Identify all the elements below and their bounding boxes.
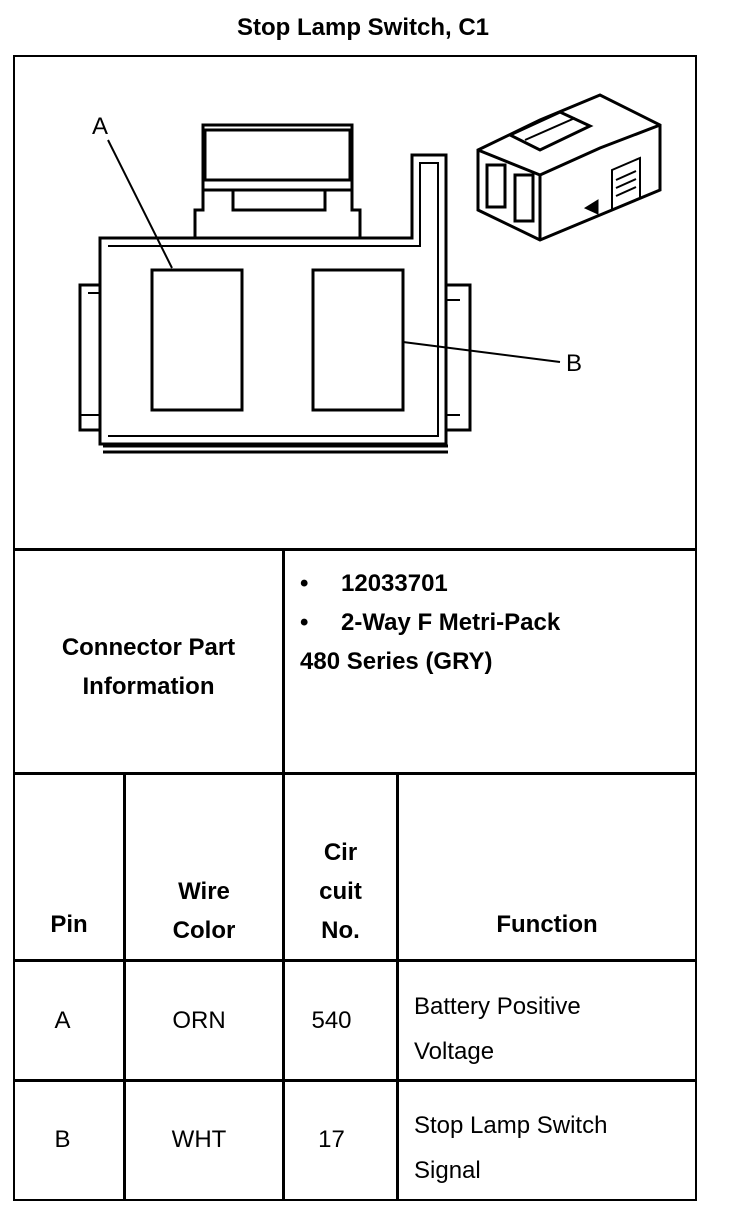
row-b-function-line2: Signal	[414, 1157, 481, 1184]
header-circuit-line1: Cir	[323, 839, 358, 866]
divider-col-4	[396, 773, 399, 1199]
divider-info	[13, 772, 697, 775]
divider-diagram	[13, 548, 697, 551]
connector-info-header-line2: Information	[82, 673, 215, 700]
bullet-1: •	[300, 570, 309, 597]
divider-header	[13, 959, 697, 962]
header-circuit-line2: cuit	[319, 878, 362, 905]
document-frame	[13, 55, 697, 1201]
row-a-pin: A	[54, 1007, 71, 1034]
header-wire-color-line2: Color	[172, 917, 236, 944]
pin-b-label: B	[566, 350, 583, 377]
header-wire-color: Wire Color	[126, 872, 282, 950]
part-number: 12033701	[341, 570, 448, 597]
header-pin: Pin	[50, 911, 88, 938]
row-a-function-line1: Battery Positive	[414, 993, 581, 1020]
row-b-circuit: 17	[318, 1126, 345, 1153]
row-b-function: Stop Lamp Switch Signal	[414, 1103, 607, 1193]
header-circuit-no: Cir cuit No.	[285, 833, 396, 950]
header-function: Function	[496, 911, 598, 938]
row-b-color: WHT	[171, 1126, 227, 1153]
divider-col-3	[282, 549, 285, 1199]
connector-description-line1: 2-Way F Metri-Pack	[341, 609, 561, 636]
pin-a-label: A	[92, 113, 109, 140]
divider-col-1	[123, 773, 126, 1199]
bullet-2: •	[300, 609, 309, 636]
header-circuit-line3: No.	[321, 917, 360, 944]
row-b-pin: B	[54, 1126, 71, 1153]
row-b-function-line1: Stop Lamp Switch	[414, 1112, 608, 1139]
row-a-function: Battery Positive Voltage	[414, 984, 581, 1074]
page-title: Stop Lamp Switch, C1	[236, 14, 490, 41]
connector-description-line2: 480 Series (GRY)	[300, 648, 493, 675]
header-wire-color-line1: Wire	[178, 878, 230, 905]
divider-row	[13, 1079, 697, 1082]
connector-info-header: Connector Part Information	[15, 628, 282, 706]
row-a-color: ORN	[172, 1007, 226, 1034]
row-a-function-line2: Voltage	[414, 1038, 495, 1065]
connector-info-header-line1: Connector Part	[61, 634, 236, 661]
row-a-circuit: 540	[311, 1007, 352, 1034]
